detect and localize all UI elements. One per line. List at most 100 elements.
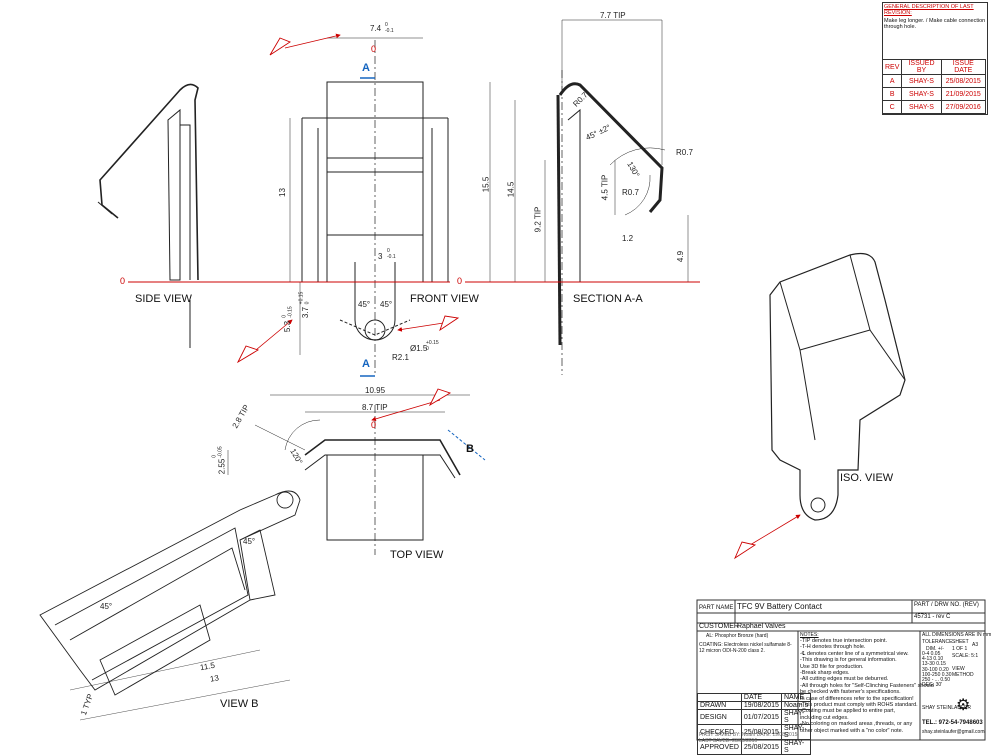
note-line: In case of differences refer to the spec… — [800, 695, 914, 702]
saved-line-2: LAST SAVED: 23/09/2016 — [699, 738, 758, 744]
view-b-geometry — [39, 490, 301, 721]
table-row: C SHAY-S 27/09/2016 — [881, 100, 987, 114]
revision-block: GENERAL DESCRIPTION OF LAST REVISION: Ma… — [881, 2, 988, 115]
top-view-geometry — [227, 394, 470, 555]
front-view-label: FRONT VIEW — [410, 293, 479, 305]
issued-by-cell: SHAY-S — [901, 74, 942, 88]
scale-label: SCALE: 5:1 — [952, 653, 979, 659]
dim-section-h3: 9.2 TIP — [533, 206, 543, 233]
part-name-label: PART NAME — [699, 605, 734, 611]
dim-angle-45-b: 45° — [380, 300, 393, 309]
dim-front-hole-width-tol: 0 -0.1 — [387, 248, 396, 260]
issue-date-col: ISSUE DATE — [940, 59, 987, 75]
table-row: B SHAY-S 21/09/2015 — [881, 87, 987, 101]
table-row: 4-13 0.10 — [922, 656, 944, 663]
dim-radius-2: R2.1 — [392, 353, 409, 362]
dims-note: ALL DIMENSIONS ARE IN mm — [922, 632, 992, 638]
dim-hole-diameter: Ø1.5 — [410, 344, 428, 353]
origin-zero-section: 0 — [457, 276, 463, 286]
sheet-value: 1 OF 1 — [952, 646, 968, 652]
dim-label: DIM. — [926, 646, 937, 652]
side-view-label: SIDE VIEW — [135, 293, 192, 305]
note-line: -This drawing is for general information… — [800, 657, 897, 664]
notes-list: -TIP denotes true intersection point. -T… — [800, 638, 934, 734]
signature-table: DATE NAME DRAWN 19/08/2015 Noam.s DESIGN… — [697, 693, 812, 755]
dim-section-h4: 4.5 TIP — [600, 174, 610, 201]
sign-date: 19/08/2015 — [740, 701, 782, 710]
date-cell: 25/08/2015 — [940, 74, 987, 88]
tolerance-label: TOLERANCE — [922, 639, 953, 645]
company-email: shay.steinlaufer@gmail.com — [922, 729, 985, 735]
sign-name: Noam.s — [780, 701, 812, 710]
size-label: A3 — [972, 642, 979, 648]
rev-cell: C — [881, 100, 903, 114]
note-line: -No coloring on marked areas ,threads, o… — [800, 721, 913, 728]
note-line: -℄ denotes center line of a symmetrical … — [800, 650, 909, 657]
section-mark-a-top: A — [362, 62, 370, 74]
company-tel: TEL.: 972-54-7948603 — [922, 720, 983, 726]
sign-header: NAME — [780, 693, 812, 702]
dim-section-h5: 4.9 — [676, 250, 686, 263]
date-cell: 27/09/2016 — [940, 100, 987, 114]
view-method-label: VIEW METHOD — [952, 666, 974, 678]
sign-role: DRAWN — [697, 701, 742, 710]
dim-front-offset: 3.7 — [301, 306, 311, 319]
table-row: 250 - ... 0.50 — [922, 677, 951, 684]
sign-role: DESIGN — [697, 709, 742, 725]
dim-value: +/- — [938, 646, 944, 652]
dim-front-height: 13 — [277, 188, 287, 197]
issued-by-cell: SHAY-S — [901, 87, 942, 101]
note-line: other object marked with a "no color" no… — [800, 727, 904, 734]
sign-name: SHAY-S — [780, 709, 812, 725]
table-row: DESIGN 01/07/2015 SHAY-S — [697, 709, 812, 725]
note-line: -Break sharp edges. — [800, 670, 850, 677]
tolerance-table: 0-4 0.05 4-13 0.10 13-30 0.15 30-100 0.2… — [922, 651, 951, 689]
part-name: TFC 9V Battery Contact — [737, 602, 822, 611]
dim-angle-45-a: 45° — [358, 300, 371, 309]
revision-description: Make leg longer. / Make cable connection… — [884, 18, 986, 30]
table-row: 0-4 0.05 — [922, 651, 941, 657]
section-mark-b: B — [466, 443, 474, 455]
origin-zero-front-top: 0 — [371, 44, 377, 54]
notes-label: NOTES: — [800, 632, 819, 638]
dim-top-w1: 10.95 — [365, 386, 386, 395]
dim-section-tip: 7.7 TIP — [600, 11, 626, 20]
table-row: A SHAY-S 25/08/2015 — [881, 74, 987, 88]
dim-front-width-tol: 0 -0.1 — [385, 22, 394, 34]
dim-front-hole-width: 3 — [378, 252, 383, 261]
iso-view-geometry — [769, 252, 906, 521]
sign-date: 01/07/2015 — [740, 709, 782, 725]
note-line: be checked with fastener's specification… — [800, 689, 901, 696]
table-row: 13-30 0.15 — [922, 661, 946, 668]
dim-hole-diameter-tol: +0.15 0 — [426, 340, 439, 352]
dim-vb-angle-2: 45° — [243, 537, 256, 546]
note-line: -TIP denotes true intersection point. — [800, 638, 888, 644]
table-row: DRAWN 19/08/2015 Noam.s — [697, 701, 812, 710]
note-line: -T-H denotes through hole. — [800, 644, 866, 651]
table-row: CHECKED 25/08/2015 SHAY-S — [697, 724, 812, 740]
sign-header — [697, 693, 742, 702]
dim-vb-angle-1: 45° — [100, 602, 113, 611]
top-view-label: TOP VIEW — [390, 549, 444, 561]
rev-col: REV — [881, 59, 903, 75]
dim-front-width: 7.4 — [370, 24, 382, 33]
dim-top-height: 2.55 — [217, 458, 227, 475]
coating-label: COATING: Electroless nickel sulfamate 8-… — [699, 642, 792, 654]
note-line: -Coating must be applied to entire part, — [800, 708, 896, 715]
table-row: 30-100 0.20 — [922, 666, 949, 673]
view-b-label: VIEW B — [220, 698, 259, 710]
saved-line-1: FIRST SAVED BY: Noam DATE: 19/08/2015 — [699, 732, 798, 738]
dim-section-radius-c: R0.7 — [622, 188, 639, 197]
customer: Raphael Valves — [737, 623, 786, 630]
table-row: DEG. 30' — [922, 682, 943, 689]
dim-top-height-tol: 0 -0.05 — [211, 446, 224, 458]
customer-label: CUSTOMER — [699, 623, 739, 630]
section-view-label: SECTION A-A — [573, 293, 643, 305]
dim-section-width: 1.2 — [622, 234, 634, 243]
dim-vb-length-2: 13 — [209, 673, 220, 684]
sign-header: DATE — [740, 693, 782, 702]
dim-front-total: 5.3 — [283, 320, 293, 333]
revision-table: REV ISSUED BY ISSUE DATE A SHAY-S 25/08/… — [881, 59, 987, 114]
dim-section-h1: 15.5 — [481, 176, 491, 193]
